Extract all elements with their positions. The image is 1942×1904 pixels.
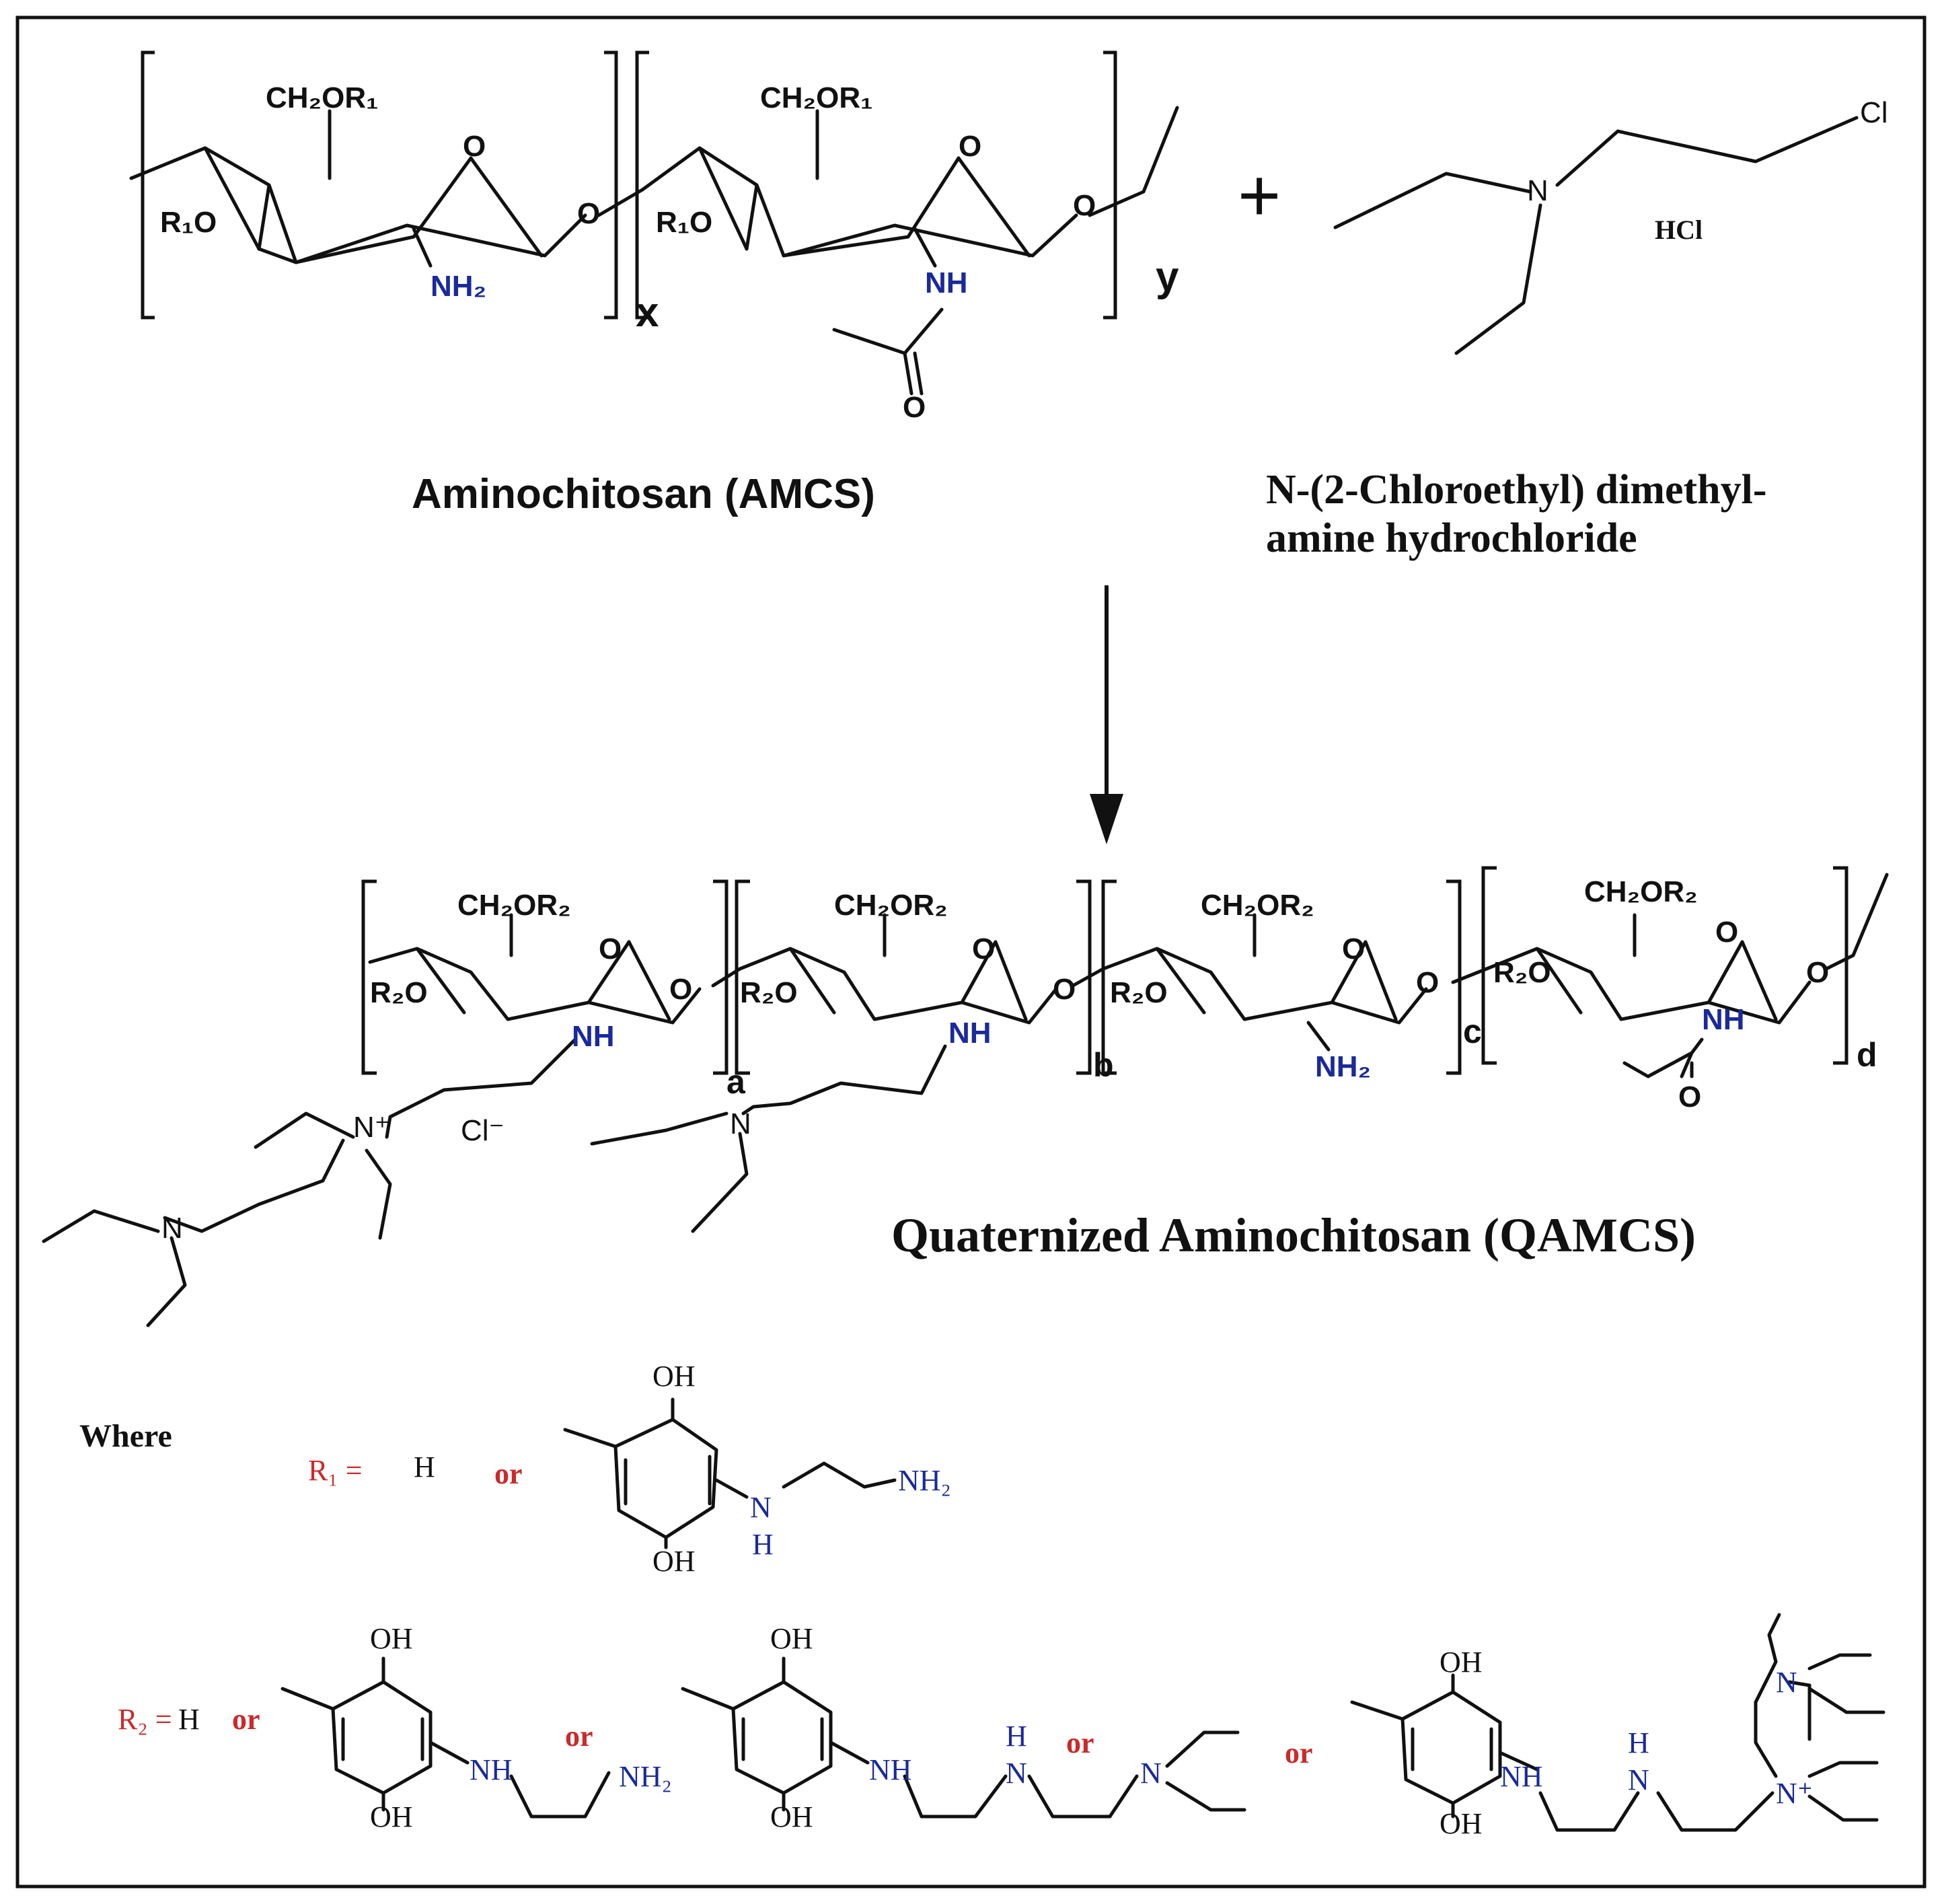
r2-opt3-sec-n-h: H (1628, 1726, 1649, 1759)
r2-or-4: or (1285, 1736, 1313, 1769)
ring-d-ch2or2-label: CH₂OR₂ (1584, 875, 1698, 908)
r2-or-1: or (232, 1703, 260, 1736)
r2-label: R₂ = (118, 1703, 172, 1736)
reagent-name-line2: amine hydrochloride (1266, 515, 1637, 561)
ring-a-link-oxygen: O (669, 973, 692, 1006)
r1-amine-n: N (750, 1491, 772, 1524)
r2-opt3-oh-bottom: OH (1440, 1807, 1483, 1840)
r2-opt2-nh: NH (869, 1753, 912, 1786)
ring-a-ch2or2-label: CH₂OR₂ (457, 889, 571, 922)
ring-a-nh-label: NH (572, 1020, 615, 1053)
ring1-nh2-label: NH₂ (431, 270, 486, 303)
ring-b-nh-label: NH (948, 1017, 992, 1050)
r2-opt2-oh-bottom: OH (770, 1800, 813, 1833)
aminochitosan-structure: CH₂OR₁ O R₁O O NH₂ x CH₂OR₁ O R₁O O NH O… (129, 50, 1179, 517)
subscript-a: a (726, 1063, 746, 1101)
ring-d-link-oxygen: O (1806, 956, 1829, 989)
ring-a-terminal-nitrogen: N (161, 1212, 183, 1245)
ring2-r1o-label: R₁O (656, 206, 712, 239)
ring-a-chloride-ion: Cl⁻ (461, 1114, 505, 1147)
ring-c-link-oxygen: O (1416, 966, 1439, 999)
r2-opt3-sec-n: N (1628, 1763, 1649, 1796)
r1-nh2: NH₂ (898, 1464, 951, 1497)
r1-or: or (494, 1457, 523, 1490)
product-name: Quaternized Aminochitosan (QAMCS) (891, 1208, 1696, 1262)
ring-c-ch2or2-label: CH₂OR₂ (1201, 889, 1314, 922)
r2-opt2-sec-n: N (1006, 1757, 1027, 1790)
r1-amine-h: H (752, 1528, 774, 1561)
plus-sign: + (1238, 154, 1281, 237)
r2-opt1-nh2: NH₂ (619, 1760, 672, 1793)
substituent-legend: Where R₁ = H or OH OH N H NH₂ R₂ = H or … (79, 1360, 1885, 1840)
ring2-ring-oxygen: O (959, 130, 981, 163)
ring-a-r2o-label: R₂O (370, 976, 428, 1009)
r2-opt2-tert-n: N (1140, 1757, 1162, 1790)
ring2-ch2or1-label: CH₂OR₁ (760, 81, 872, 114)
ring-a-ring-oxygen: O (599, 932, 622, 965)
r2-opt3-oh-top: OH (1440, 1646, 1483, 1679)
ring1-r1o-label: R₁O (160, 206, 217, 239)
r1-oh-bottom: OH (652, 1545, 696, 1578)
ring-c-nh2-label: NH₂ (1315, 1050, 1371, 1083)
where-label: Where (79, 1418, 172, 1454)
r2-opt3-nh: NH (1500, 1760, 1543, 1793)
ring-b-link-oxygen: O (1053, 973, 1076, 1006)
r2-opt1-oh-bottom: OH (370, 1800, 413, 1833)
r1-label: R₁ = (308, 1454, 363, 1487)
ring-b-nitrogen: N (730, 1107, 751, 1140)
ring1-ring-oxygen: O (463, 130, 486, 163)
ring-d-nh-label: NH (1702, 1003, 1745, 1036)
ring1-link-oxygen: O (577, 197, 600, 230)
subscript-x: x (636, 289, 659, 336)
r2-opt3-top-n: N (1776, 1666, 1797, 1699)
ring-c-r2o-label: R₂O (1110, 976, 1168, 1009)
r2-or-3: or (1066, 1726, 1094, 1759)
subscript-c: c (1463, 1013, 1482, 1050)
r1-oh-top: OH (652, 1360, 696, 1393)
ring-d-r2o-label: R₂O (1493, 956, 1551, 989)
ring-b-ring-oxygen: O (972, 932, 995, 965)
r2-or-2: or (565, 1720, 593, 1753)
r2-h: H (178, 1703, 200, 1736)
aminochitosan-name: Aminochitosan (AMCS) (412, 471, 875, 517)
ring1-ch2or1-label: CH₂OR₁ (266, 81, 378, 114)
reaction-arrow (1090, 585, 1123, 844)
reagent-hcl: HCl (1655, 215, 1703, 245)
ring-a-quaternary-nitrogen: N⁺ (353, 1111, 390, 1144)
chloroethylamine-structure: N Cl HCl N-(2-Chloroethyl) dimethyl- ami… (1266, 96, 1888, 561)
r2-opt1-nh: NH (470, 1753, 513, 1786)
ring2-nh-label: NH (925, 266, 968, 299)
reagent-name-line1: N-(2-Chloroethyl) dimethyl- (1266, 467, 1766, 513)
reagent-chlorine: Cl (1860, 96, 1888, 129)
ring2-carbonyl-oxygen: O (903, 391, 926, 424)
ring-c-ring-oxygen: O (1342, 932, 1365, 965)
ring-d-ring-oxygen: O (1715, 916, 1738, 949)
subscript-d: d (1857, 1036, 1877, 1074)
product-structure: CH₂OR₂ O R₂O O NH N⁺ Cl⁻ N a CH₂OR₂ O R₂… (42, 866, 1889, 1327)
figure-border (15, 15, 1927, 1889)
r2-opt1-oh-top: OH (370, 1622, 413, 1655)
r2-opt2-oh-top: OH (770, 1622, 813, 1655)
subscript-y: y (1156, 254, 1179, 300)
r1-h: H (414, 1451, 435, 1484)
r2-opt3-quat-n: N⁺ (1776, 1777, 1813, 1810)
ring2-link-oxygen: O (1073, 189, 1096, 222)
r2-opt2-sec-n-h: H (1006, 1720, 1027, 1753)
subscript-b: b (1093, 1046, 1114, 1084)
ring-b-r2o-label: R₂O (740, 976, 798, 1009)
reagent-nitrogen: N (1527, 174, 1548, 207)
ring-b-ch2or2-label: CH₂OR₂ (834, 889, 948, 922)
ring-d-carbonyl-oxygen: O (1678, 1081, 1701, 1113)
